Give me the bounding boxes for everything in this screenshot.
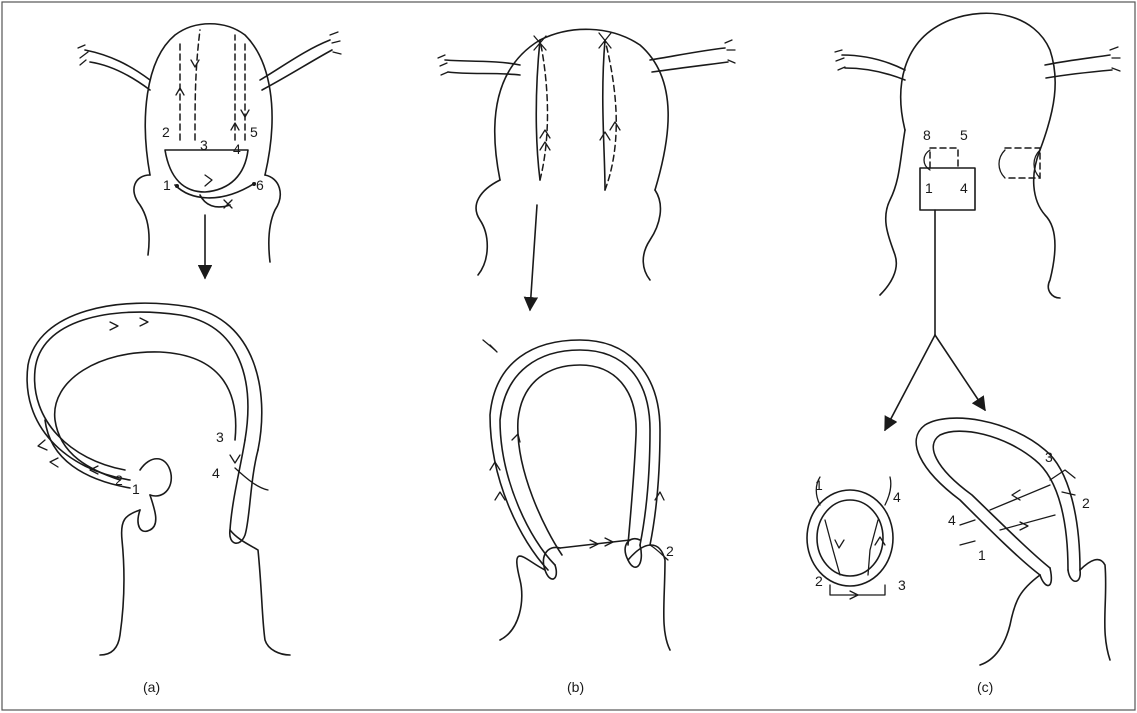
panel-c-right-arrow <box>935 335 985 410</box>
panel-c-left-arrow <box>885 335 935 430</box>
label-c-5: 5 <box>960 127 968 143</box>
label-c-loop-3: 3 <box>1045 449 1053 465</box>
panel-a: 2 3 4 5 1 6 2 1 3 4 (a) <box>27 24 341 695</box>
label-a-b-4: 4 <box>212 465 220 481</box>
label-c-ring-4: 4 <box>893 489 901 505</box>
panel-b-bottom-sagittal: 2 <box>483 340 674 650</box>
caption-b: (b) <box>567 679 584 695</box>
panel-c-ring: 1 4 2 3 <box>807 477 906 599</box>
panel-b: 2 (b) <box>438 29 735 695</box>
label-c-ring-1: 1 <box>815 477 823 493</box>
label-c-8: 8 <box>923 127 931 143</box>
panel-b-top-bladder <box>438 29 735 280</box>
panel-c-loop: 3 2 4 1 <box>916 418 1110 665</box>
label-a-4: 4 <box>233 141 241 157</box>
label-a-1: 1 <box>163 177 171 193</box>
panel-c: 8 5 1 4 1 4 2 3 <box>807 13 1120 695</box>
caption-c: (c) <box>977 679 993 695</box>
label-c-loop-1: 1 <box>978 547 986 563</box>
panel-b-down-arrow <box>530 205 537 310</box>
label-a-b-2: 2 <box>115 472 123 488</box>
panel-c-top-bladder: 8 5 1 4 <box>835 13 1120 298</box>
label-a-5: 5 <box>250 124 258 140</box>
label-a-3: 3 <box>200 137 208 153</box>
label-a-b-3: 3 <box>216 429 224 445</box>
caption-a: (a) <box>143 679 160 695</box>
label-c-1: 1 <box>925 180 933 196</box>
label-a-6: 6 <box>256 177 264 193</box>
panel-a-bottom-sagittal: 2 1 3 4 <box>27 303 290 655</box>
label-c-ring-2: 2 <box>815 573 823 589</box>
panel-a-top-bladder: 2 3 4 5 1 6 <box>78 24 341 262</box>
label-c-4: 4 <box>960 180 968 196</box>
label-a-b-1: 1 <box>132 481 140 497</box>
label-c-loop-4: 4 <box>948 512 956 528</box>
label-b-2: 2 <box>666 543 674 559</box>
label-a-2: 2 <box>162 124 170 140</box>
label-c-loop-2: 2 <box>1082 495 1090 511</box>
label-c-ring-3: 3 <box>898 577 906 593</box>
